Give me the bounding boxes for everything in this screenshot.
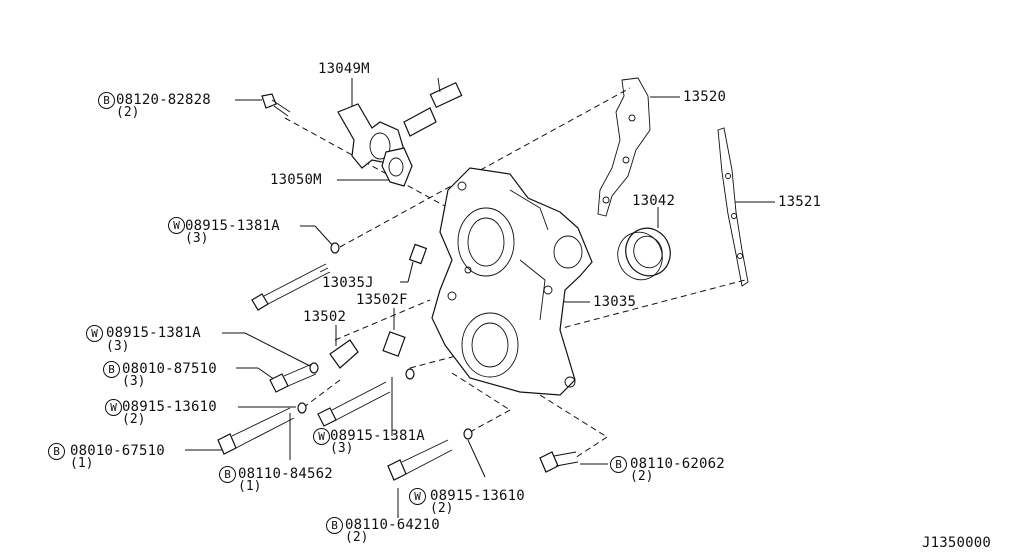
bolt-prefix-icon: B bbox=[103, 361, 120, 378]
part-number-label: 08915-1381A bbox=[106, 325, 201, 341]
part-number-label: 08915-13610 bbox=[430, 488, 525, 504]
bolt-prefix-icon: B bbox=[48, 443, 65, 460]
tensioner-parts bbox=[329, 331, 406, 369]
part-number-label: 08915-1381A bbox=[330, 428, 425, 444]
part-number-label: 13502F bbox=[356, 292, 408, 308]
quantity-label: (3) bbox=[185, 231, 209, 246]
washer-prefix-icon: W bbox=[105, 399, 122, 416]
quantity-label: (3) bbox=[106, 339, 130, 354]
washer-prefix-icon: W bbox=[313, 428, 330, 445]
washer-prefix-icon: W bbox=[168, 217, 185, 234]
washer-prefix-icon: W bbox=[86, 325, 103, 342]
washers bbox=[297, 242, 473, 440]
quantity-label: (1) bbox=[70, 456, 94, 471]
part-number-label: 08010-87510 bbox=[122, 361, 217, 377]
quantity-label: (3) bbox=[330, 441, 354, 456]
bolt-prefix-icon: B bbox=[98, 92, 115, 109]
quantity-label: (1) bbox=[238, 479, 262, 494]
part-number-label: 08110-64210 bbox=[345, 517, 440, 533]
bolt-prefix-icon: B bbox=[610, 456, 627, 473]
assembly-lines bbox=[284, 87, 746, 459]
part-number-label: 13035 bbox=[593, 294, 637, 310]
quantity-label: (2) bbox=[430, 501, 454, 516]
bolts bbox=[217, 263, 579, 481]
outlet-gasket-part bbox=[381, 147, 413, 187]
part-number-label: 08915-13610 bbox=[122, 399, 217, 415]
part-number-label: 08915-1381A bbox=[185, 218, 280, 234]
part-number-label: 13035J bbox=[322, 275, 374, 291]
part-number-label: 08010-67510 bbox=[70, 443, 165, 459]
quantity-label: (2) bbox=[116, 105, 140, 120]
lower-gasket-part bbox=[717, 127, 749, 287]
quantity-label: (3) bbox=[122, 374, 146, 389]
bolt-08120-part bbox=[261, 93, 291, 117]
part-number-label: 13050M bbox=[270, 172, 322, 188]
quantity-label: (2) bbox=[345, 530, 369, 545]
quantity-label: (2) bbox=[630, 469, 654, 484]
part-number-label: 08120-82828 bbox=[116, 92, 211, 108]
part-number-label: 13520 bbox=[683, 89, 727, 105]
oil-seal-part bbox=[617, 227, 671, 281]
part-number-label: 08110-62062 bbox=[630, 456, 725, 472]
part-number-label: 13521 bbox=[778, 194, 822, 210]
quantity-label: (2) bbox=[122, 412, 146, 427]
washer-prefix-icon: W bbox=[409, 488, 426, 505]
part-number-label: 13049M bbox=[318, 61, 370, 77]
front-cover-part bbox=[431, 167, 593, 396]
bolt-prefix-icon: B bbox=[326, 517, 343, 534]
part-number-label: 08110-84562 bbox=[238, 466, 333, 482]
bolt-prefix-icon: B bbox=[219, 466, 236, 483]
part-number-label: 13502 bbox=[303, 309, 347, 325]
dowel-13035J-part bbox=[408, 243, 428, 265]
cover-gasket-part bbox=[597, 77, 651, 217]
part-number-label: 13042 bbox=[632, 193, 676, 209]
diagram-id-label: J1350000 bbox=[922, 535, 992, 551]
